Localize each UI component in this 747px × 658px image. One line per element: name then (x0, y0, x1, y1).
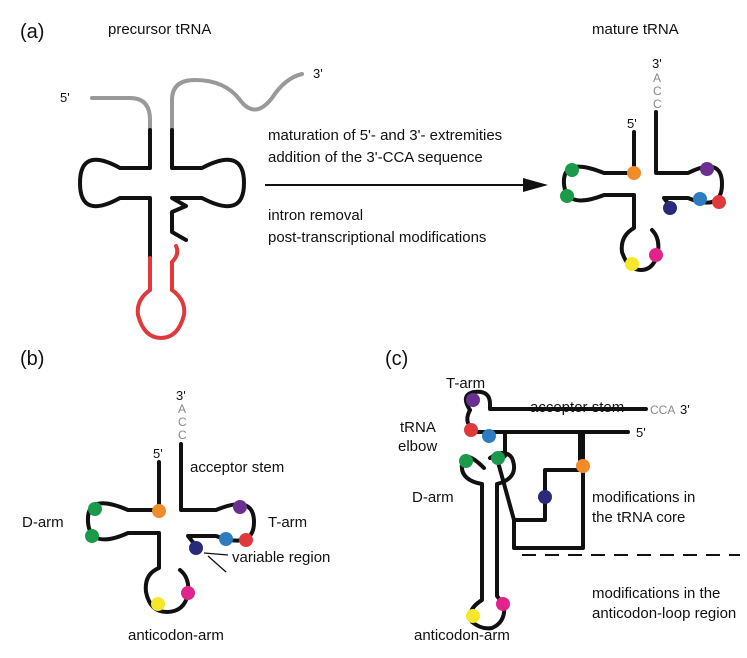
l-shape-trna: T-arm acceptor stem tRNA elbow D-arm mod… (398, 375, 740, 644)
c-mod-green-2 (491, 451, 505, 465)
step-modifications: post-transcriptional modifications (268, 229, 486, 246)
c-mod-navy (538, 490, 552, 504)
precursor-intron (135, 244, 187, 341)
c-mod-yellow (466, 609, 480, 623)
c-core-label-1: modifications in (592, 489, 695, 506)
b-mod-red (239, 533, 253, 547)
mature-right-strand (654, 110, 724, 208)
precursor-trna: precursor tRNA 5' 3' (60, 21, 323, 341)
b-mod-magenta (181, 586, 195, 600)
c-cca: CCA (650, 403, 675, 417)
b-mod-yellow (151, 597, 165, 611)
c-d-arm-label: D-arm (412, 489, 454, 506)
b-5prime: 5' (153, 446, 163, 461)
c-top-strand (463, 389, 648, 412)
mature-acc-c2: C (653, 97, 662, 111)
b-acc-c2: C (178, 428, 187, 442)
step-cca: addition of the 3'-CCA sequence (268, 149, 483, 166)
precursor-3-trailer (170, 72, 304, 132)
mature-trna: mature tRNA 3' A C C 5' (560, 21, 726, 272)
mature-3prime: 3' (652, 56, 662, 71)
step-intron: intron removal (268, 207, 363, 224)
b-mod-blue (219, 532, 233, 546)
c-mod-magenta (496, 597, 510, 611)
c-loop-label-2: anticodon-loop region (592, 605, 736, 622)
b-variable-pointer-line (207, 555, 227, 573)
b-acc-a: A (178, 402, 186, 416)
b-3prime: 3' (176, 388, 186, 403)
maturation-arrowhead (523, 178, 548, 192)
b-variable-region-label: variable region (232, 549, 330, 566)
c-mod-orange (576, 459, 590, 473)
mature-mod-purple (700, 162, 714, 176)
c-anticodon-arm-label: anticodon-arm (414, 627, 510, 644)
mature-mod-blue (693, 192, 707, 206)
b-acc-c1: C (178, 415, 187, 429)
b-d-arm-label: D-arm (22, 514, 64, 531)
b-anticodon-arm-label: anticodon-arm (128, 627, 224, 644)
cloverleaf-trna: 3' A C C 5' acceptor stem D-arm T-arm va… (22, 388, 330, 644)
precursor-5prime: 5' (60, 90, 70, 105)
precursor-d-arm (78, 128, 152, 260)
mature-mod-green-1 (565, 163, 579, 177)
precursor-5-leader (90, 96, 152, 132)
mature-acc-a: A (653, 71, 661, 85)
mature-title: mature tRNA (592, 21, 679, 38)
c-loop-label-1: modifications in the (592, 585, 720, 602)
c-mod-green-1 (459, 454, 473, 468)
panel-label-b: (b) (20, 348, 44, 370)
mature-mod-magenta (649, 248, 663, 262)
b-left-strand (85, 460, 191, 614)
c-5prime: 5' (636, 425, 646, 440)
mature-acc-c1: C (653, 84, 662, 98)
c-core-outer (512, 430, 585, 550)
mature-mod-navy (663, 201, 677, 215)
b-variable-pointer (203, 552, 229, 556)
b-mod-navy (189, 541, 203, 555)
step-maturation: maturation of 5'- and 3'- extremities (268, 127, 502, 144)
mature-mod-red (712, 195, 726, 209)
panel-label-c: (c) (385, 348, 408, 370)
mature-mod-orange (627, 166, 641, 180)
b-mod-green-2 (85, 529, 99, 543)
precursor-t-arm (170, 128, 246, 242)
panel-label-a: (a) (20, 21, 44, 43)
c-mod-blue (482, 429, 496, 443)
mature-5prime: 5' (627, 116, 637, 131)
c-mod-red (464, 423, 478, 437)
b-t-arm-label: T-arm (268, 514, 307, 531)
mature-left-strand (561, 130, 661, 272)
b-mod-orange (152, 504, 166, 518)
precursor-3prime: 3' (313, 66, 323, 81)
mature-mod-yellow (625, 257, 639, 271)
c-t-arm-label: T-arm (446, 375, 485, 392)
c-mod-purple (466, 393, 480, 407)
precursor-title: precursor tRNA (108, 21, 211, 38)
c-core-label-2: the tRNA core (592, 509, 685, 526)
c-elbow-label: elbow (398, 438, 437, 455)
b-mod-green-1 (88, 502, 102, 516)
c-3prime: 3' (680, 402, 690, 417)
b-acceptor-stem-label: acceptor stem (190, 459, 284, 476)
c-d-anticodon-strand (459, 451, 517, 631)
c-trna-label: tRNA (400, 419, 436, 436)
mature-mod-green-2 (560, 189, 574, 203)
b-mod-purple (233, 500, 247, 514)
